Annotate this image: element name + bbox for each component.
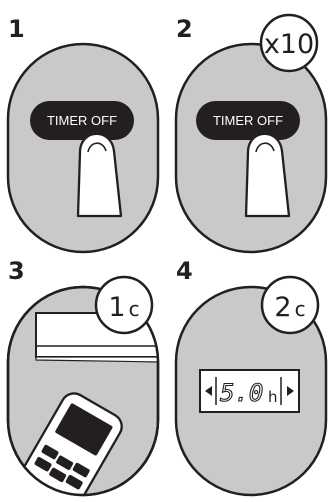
step-3-number: 3 <box>8 257 25 285</box>
step-1-number: 1 <box>8 15 25 43</box>
step-1-panel: 1 TIMER OFF <box>8 15 158 252</box>
display-unit: h <box>268 388 278 406</box>
repeat-count-label: x10 <box>264 29 314 60</box>
display-value: 5.0 <box>220 379 263 407</box>
repeat-count-badge: x10 <box>261 15 317 71</box>
step-2-number: 2 <box>176 15 193 43</box>
step-2-panel: 2 x10 TIMER OFF <box>176 15 326 252</box>
timer-off-button[interactable]: TIMER OFF <box>30 101 134 140</box>
step-4-number: 4 <box>176 257 193 285</box>
timer-off-button[interactable]: TIMER OFF <box>196 101 300 140</box>
timer-off-button-label: TIMER OFF <box>47 113 117 128</box>
timer-off-button-label: TIMER OFF <box>213 113 283 128</box>
lcd-display: 5.0 h <box>200 370 299 412</box>
